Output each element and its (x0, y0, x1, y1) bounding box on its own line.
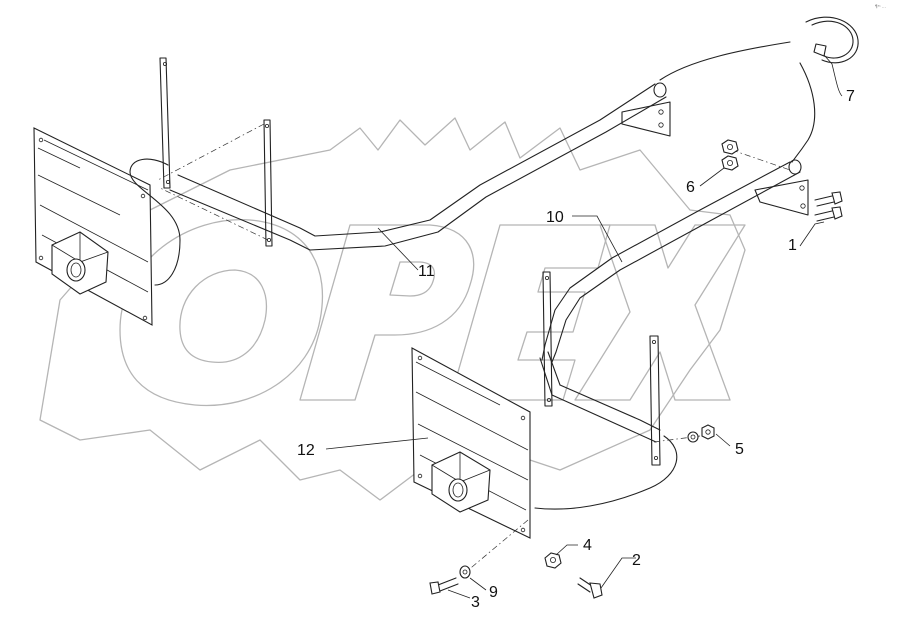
callout-5: 5 (735, 441, 744, 458)
cable-lower (534, 435, 678, 510)
watermark-logo (39, 117, 746, 501)
callout-7: 9 (489, 584, 498, 601)
callout-9: 7 (846, 88, 855, 105)
watermark-gear-outline (39, 117, 746, 501)
part-5-nut-washer (687, 424, 715, 443)
watermark-letter-e (449, 224, 611, 401)
part-10-right-tube (539, 159, 809, 443)
cable-right (791, 62, 816, 163)
part-12-reflector-board (411, 347, 531, 539)
corner-note: ¶³¹ ... (875, 4, 886, 9)
callout-6: 6 (686, 179, 695, 196)
part-2-bolt (577, 577, 603, 599)
callout-1: 1 (788, 237, 797, 254)
alignment-line-nuts (731, 149, 791, 171)
part-3-bolt (429, 577, 459, 595)
callout-10: 10 (546, 209, 564, 226)
part-9-clip-ring (805, 16, 859, 64)
cable-left (129, 158, 181, 286)
callout-2: 2 (632, 552, 641, 569)
cable-top (659, 41, 791, 81)
leader-lines (325, 54, 843, 599)
callout-11: 11 (418, 263, 435, 280)
part-4-nut (544, 552, 562, 569)
alignment-line-left-1 (157, 123, 265, 181)
left-straps (159, 57, 273, 247)
watermark-letter-p (299, 224, 475, 401)
part-11-left-tube (169, 82, 671, 251)
alignment-line-left-2 (159, 187, 269, 241)
watermark-letter-x (574, 224, 746, 401)
watermark-letter-o (119, 219, 324, 407)
callout-3: 3 (471, 594, 480, 611)
part-1-bolts (814, 191, 843, 222)
callout-12: 12 (297, 442, 315, 459)
part-7-washer (459, 565, 471, 579)
part-6-nuts (721, 139, 739, 171)
callout-4: 4 (583, 537, 592, 554)
right-straps (542, 271, 661, 466)
alignment-line-washers (653, 435, 701, 443)
left-reflector-board (33, 127, 153, 326)
